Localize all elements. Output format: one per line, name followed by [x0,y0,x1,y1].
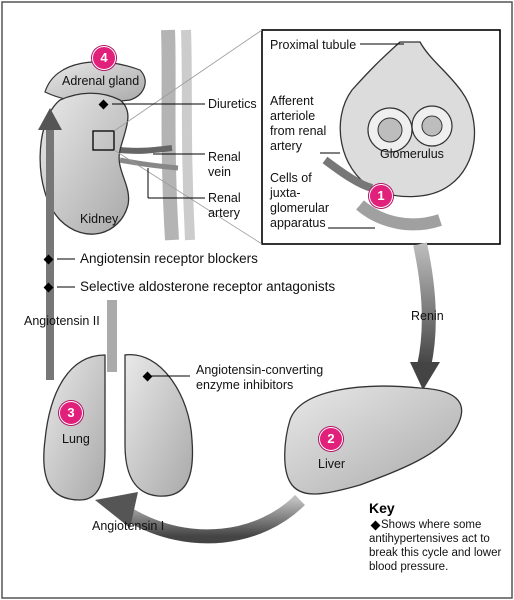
label-renal-artery: Renal artery [208,191,241,220]
label-ace-inhibitors: Angiotensin-converting enzyme inhibitors [196,363,324,392]
right-lung-shape [124,354,194,497]
left-lung-shape [43,354,106,501]
label-adrenal-gland: Adrenal gland [62,74,140,88]
liver-shape [284,385,463,495]
renin-arrow-shaft [413,242,436,368]
renal-vein-vessel [119,145,173,154]
label-proximal-tubule: Proximal tubule [270,38,357,52]
zoom-line-bottom [113,149,263,245]
glomerulus-loop-4 [421,115,443,137]
label-renal-vein: Renal vein [208,150,241,179]
vena-cava-vessel [181,29,195,241]
step-badge-1: 1 [369,184,393,208]
label-liver: Liver [318,457,346,471]
key-title: Key [369,500,395,516]
zoom-line-top [113,29,263,132]
step-badge-2: 2 [319,427,343,451]
renin-arrow-head [410,362,440,390]
afferent-arteriole-shape [322,156,374,192]
aorta-vessel [161,29,179,241]
angiotensin-i-arrow-shaft [126,494,305,544]
label-juxtaglomerular: Cells of juxta- glomerular apparatus [270,171,330,230]
label-afferent-arteriole: Afferent arteriole from renal artery [270,94,327,153]
label-arb: Angiotensin receptor blockers [80,251,258,266]
juxtaglomerular-cells-shape [356,200,442,231]
label-aldosterone: Selective aldosterone receptor antagonis… [80,279,336,294]
label-glomerulus: Glomerulus [380,147,444,161]
key-description: Shows where some antihypertensives act t… [369,519,502,573]
label-diuretics: Diuretics [208,97,257,111]
step-badge-3: 3 [59,401,83,425]
label-lung: Lung [62,432,90,446]
glomerulus-loop-2 [377,117,403,143]
angiotensin-ii-arrow-head [38,108,62,130]
renal-artery-vessel [119,157,179,171]
step-badge-4: 4 [92,46,116,70]
angiotensin-i-arrow-head [95,492,138,528]
label-angiotensin-i: Angiotensin I [92,519,165,533]
label-kidney: Kidney [80,212,119,226]
zoom-box [92,130,115,151]
key-text: Shows where some antihypertensives act t… [369,518,509,574]
label-angiotensin-ii: Angiotensin II [24,314,100,328]
label-renin: Renin [411,309,444,323]
kidney-shape [39,92,130,235]
